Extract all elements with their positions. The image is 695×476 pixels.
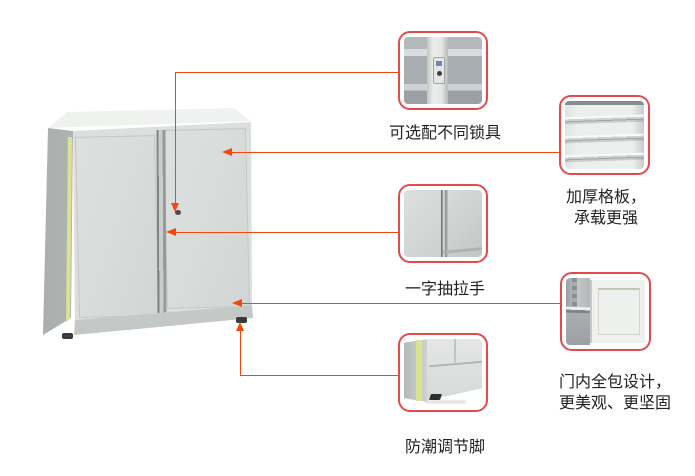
thumbnail-feet bbox=[398, 333, 488, 412]
cabinet-handle bbox=[156, 129, 167, 317]
connector-line-lock-h bbox=[175, 72, 398, 73]
connector-line-door bbox=[241, 303, 561, 304]
handle-closeup-image bbox=[404, 190, 482, 257]
cabinet-edge-strip bbox=[66, 137, 72, 322]
connector-line-handle bbox=[176, 232, 398, 233]
cabinet-right-door bbox=[162, 128, 251, 309]
thumbnail-handle bbox=[398, 184, 488, 263]
thumbnail-lock bbox=[398, 31, 488, 110]
cabinet-left-door bbox=[74, 135, 160, 318]
connector-line-lock-v bbox=[175, 72, 176, 205]
foot-closeup-image bbox=[404, 339, 482, 406]
inner-door-closeup-image bbox=[566, 278, 645, 345]
connector-line-feet-v bbox=[240, 330, 241, 375]
arrow-left-icon bbox=[166, 228, 176, 236]
thumbnail-door bbox=[560, 272, 651, 351]
arrow-down-icon bbox=[171, 203, 179, 212]
cabinet-illustration bbox=[38, 103, 266, 349]
connector-line-shelf bbox=[231, 152, 559, 153]
cabinet-foot-left bbox=[62, 333, 73, 339]
connector-line-feet-h bbox=[240, 375, 398, 376]
cabinet-foot-right bbox=[236, 317, 247, 323]
label-feet: 防潮调节脚 bbox=[404, 437, 485, 456]
label-lock: 可选配不同锁具 bbox=[388, 123, 501, 142]
label-door: 门内全包设计， 更美观、更坚固 bbox=[559, 372, 672, 412]
cabinet-lock bbox=[175, 210, 181, 215]
shelves-closeup-image bbox=[565, 101, 644, 169]
label-handle: 一字抽拉手 bbox=[404, 279, 485, 298]
arrow-left-icon bbox=[232, 299, 242, 307]
thumbnail-shelf bbox=[559, 95, 650, 175]
arrow-left-icon bbox=[222, 148, 232, 156]
label-shelf: 加厚格板， 承载更强 bbox=[565, 187, 646, 227]
lock-closeup-image bbox=[404, 37, 482, 104]
arrow-up-icon bbox=[236, 322, 244, 331]
